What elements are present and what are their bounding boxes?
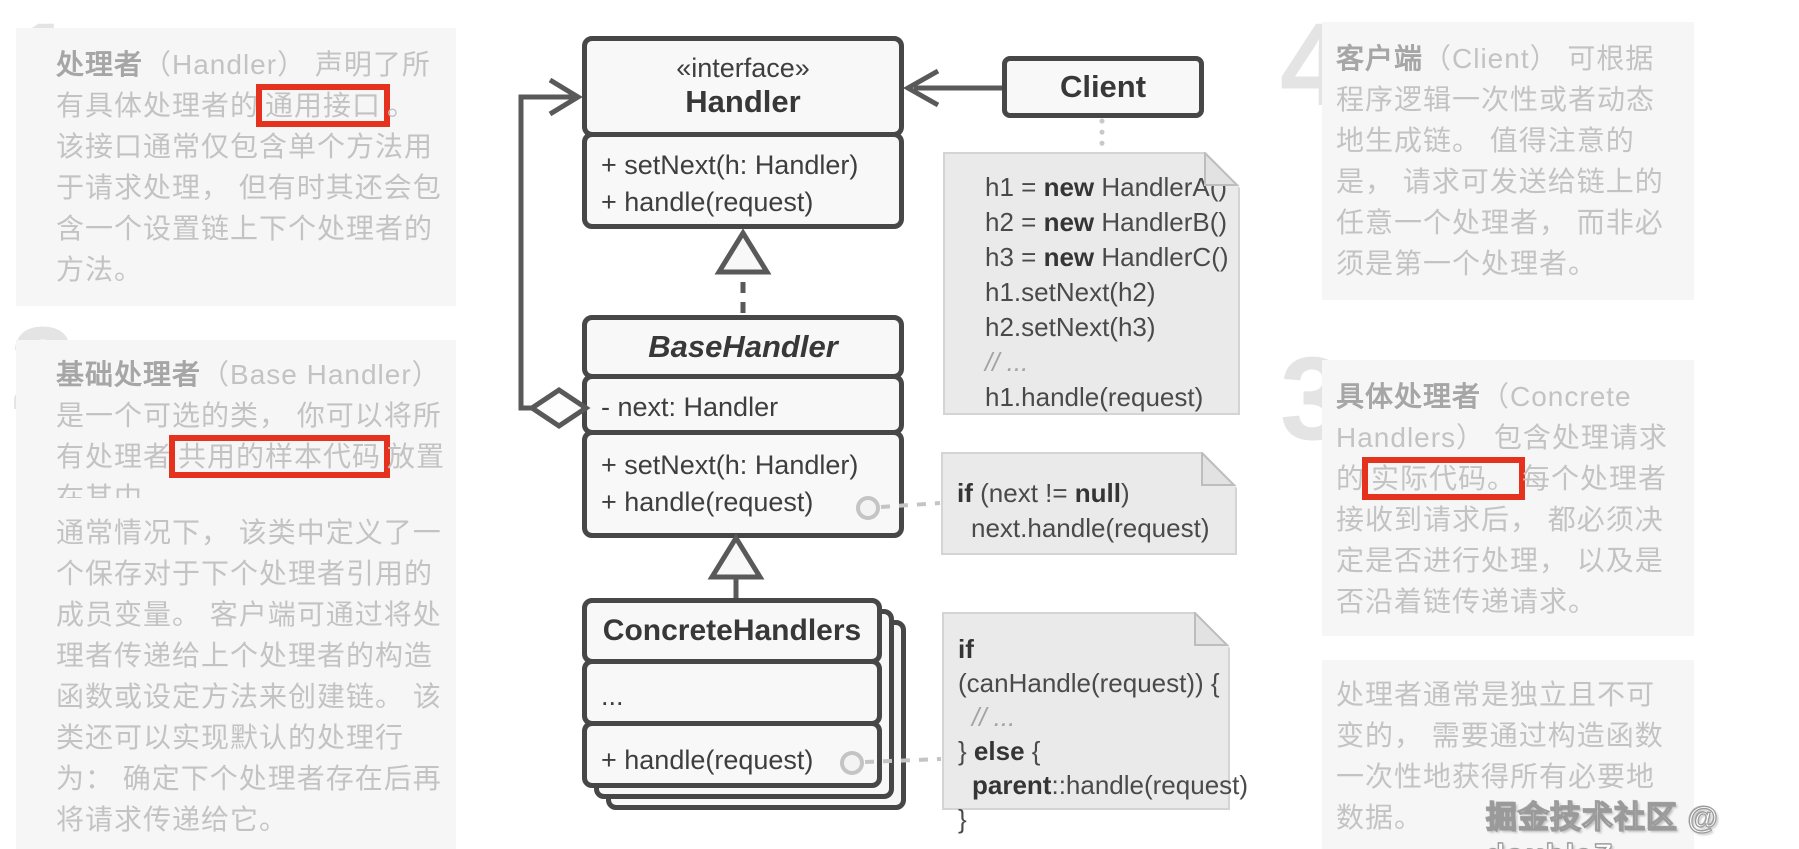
code-line: h1 = new HandlerA() bbox=[985, 170, 1234, 205]
highlight-common-interface: 通用接口 bbox=[256, 84, 391, 127]
client-class-name: Client bbox=[1059, 69, 1147, 104]
concrete-handlers-class: ConcreteHandlers ... + handle(request) bbox=[582, 598, 882, 788]
keyword-new: new bbox=[1043, 172, 1095, 202]
concrete-handlers-description: 具体处理者（Concrete Handlers） 包含处理请求的实际代码。每个处… bbox=[1322, 360, 1694, 636]
keyword-if: if bbox=[958, 634, 974, 664]
method-handle: + handle(request) bbox=[601, 187, 814, 217]
attr-next: - next: Handler bbox=[601, 392, 779, 422]
text-run: （Client） 可根据程序逻辑一次性或者动态地生成链。 值得注意的是， 请求可… bbox=[1336, 43, 1664, 279]
keyword-parent: parent bbox=[972, 770, 1052, 800]
keyword-new: new bbox=[1043, 207, 1095, 237]
client-title-compartment: Client bbox=[1002, 56, 1204, 118]
open-arrowhead-icon bbox=[902, 68, 940, 108]
base-handler-attrs-compartment: - next: Handler bbox=[582, 374, 904, 435]
code: { bbox=[1024, 736, 1041, 766]
hollow-triangle-icon bbox=[714, 228, 772, 275]
base-handler-code-note: if (next != null) next.handle(request) bbox=[941, 452, 1237, 555]
highlight-actual-code: 实际代码。 bbox=[1362, 457, 1526, 500]
concrete-handlers-description-2: 处理者通常是独立且不可变的， 需要通过构造函数一次性地获得所有必要地数据。 bbox=[1322, 660, 1694, 849]
concrete-handler-code-note: if (canHandle(request)) { // ... } else … bbox=[942, 612, 1248, 834]
code-line: h1.setNext(h2) bbox=[985, 277, 1156, 307]
text-run: （Base Handler） 是一个可选的类， 你可以将所有处理者 bbox=[56, 359, 442, 472]
method-setnext: + setNext(h: Handler) bbox=[601, 450, 859, 480]
text-run: （Handler） 声明了所有具体处理者的 bbox=[56, 49, 431, 121]
text-run: （Concrete Handlers） 包含处理请求的 bbox=[1336, 381, 1668, 494]
watermark: 掘金技术社区 @ doubleZ bbox=[1485, 799, 1719, 849]
concrete-handlers-title-compartment: ConcreteHandlers bbox=[582, 598, 882, 664]
code-line: h3 = new HandlerC() bbox=[985, 240, 1234, 275]
code-comment: // ... bbox=[985, 347, 1029, 377]
code: (canHandle(request)) { bbox=[958, 668, 1220, 698]
client-class: Client bbox=[1002, 56, 1204, 118]
code-line: } else { bbox=[958, 734, 1224, 768]
handler-title-compartment: «interface» Handler bbox=[582, 36, 904, 137]
concrete-handlers-methods-compartment: + handle(request) bbox=[582, 721, 882, 788]
keyword-else: else bbox=[973, 736, 1025, 766]
text-run: 每个处理者接收到请求后， 都必须决定是否进行处理， 以及是否沿着链传递请求。 bbox=[1336, 463, 1668, 617]
code-line: if (next != null) bbox=[957, 476, 1231, 511]
code-line: h1.handle(request) bbox=[985, 382, 1204, 412]
aggregation-connector bbox=[518, 77, 591, 430]
code: HandlerC() bbox=[1094, 242, 1229, 272]
base-handler-methods-compartment: + setNext(h: Handler) + handle(request) bbox=[582, 430, 904, 538]
base-handler-class-name: BaseHandler bbox=[648, 329, 838, 364]
open-arrowhead-icon bbox=[548, 77, 583, 117]
base-handler-title-compartment: BaseHandler bbox=[582, 315, 904, 379]
concrete-handlers-mid-compartment: ... bbox=[582, 659, 882, 726]
method-handle: + handle(request) bbox=[601, 745, 814, 775]
ellipsis-member: ... bbox=[601, 681, 624, 711]
keyword-null: null bbox=[1074, 478, 1121, 508]
method-handle: + handle(request) bbox=[601, 487, 814, 517]
note-fold-icon bbox=[1194, 612, 1230, 648]
concrete-handlers-class-name: ConcreteHandlers bbox=[602, 614, 862, 647]
code: h2 = bbox=[985, 207, 1044, 237]
code-line: } bbox=[958, 804, 967, 834]
handler-methods-compartment: + setNext(h: Handler) + handle(request) bbox=[582, 132, 904, 229]
term-handler: 处理者 bbox=[56, 49, 144, 80]
interface-stereotype: «interface» bbox=[676, 53, 810, 83]
client-association-arrow bbox=[902, 68, 1002, 108]
code: } bbox=[958, 736, 974, 766]
code: HandlerB() bbox=[1094, 207, 1228, 237]
code-line: parent::handle(request) bbox=[958, 768, 1248, 802]
inheritance-arrow bbox=[707, 533, 765, 598]
term-client: 客户端 bbox=[1336, 43, 1424, 74]
code: (next != bbox=[972, 478, 1075, 508]
client-code-note: h1 = new HandlerA() h2 = new HandlerB() … bbox=[943, 152, 1240, 415]
keyword-new: new bbox=[1043, 242, 1095, 272]
base-handler-class: BaseHandler - next: Handler + setNext(h:… bbox=[582, 315, 904, 538]
method-setnext: + setNext(h: Handler) bbox=[601, 150, 859, 180]
keyword-if: if bbox=[957, 478, 973, 508]
note-fold-icon bbox=[1204, 152, 1240, 188]
term-concrete-handlers: 具体处理者 bbox=[1336, 381, 1482, 412]
code: ) bbox=[1121, 478, 1130, 508]
code-comment: // ... bbox=[972, 702, 1016, 732]
code-line: h2 = new HandlerB() bbox=[985, 205, 1234, 240]
text-run: 。 该接口通常仅包含单个方法用于请求处理， 但有时其还会包含一个设置链上下个处理… bbox=[56, 90, 442, 285]
highlight-shared-code: 共用的样本代码 bbox=[169, 435, 391, 478]
base-handler-description-2: 通常情况下， 该类中定义了一个保存对于下个处理者引用的成员变量。 客户端可通过将… bbox=[16, 498, 456, 849]
note-fold-icon bbox=[1201, 452, 1237, 488]
handler-class-name: Handler bbox=[685, 84, 801, 119]
code-line: if (canHandle(request)) { bbox=[958, 632, 1224, 700]
term-base-handler: 基础处理者 bbox=[56, 359, 202, 390]
handler-description: 处理者（Handler） 声明了所有具体处理者的通用接口。 该接口通常仅包含单个… bbox=[16, 28, 456, 306]
code-line: next.handle(request) bbox=[971, 513, 1210, 543]
realization-arrow bbox=[714, 228, 772, 313]
code: h1 = bbox=[985, 172, 1044, 202]
handler-interface-class: «interface» Handler + setNext(h: Handler… bbox=[582, 36, 904, 229]
aggregation-diamond-icon bbox=[527, 386, 591, 430]
code: ::handle(request) bbox=[1051, 770, 1249, 800]
text-run: 放置在其中。 bbox=[56, 441, 446, 513]
hollow-triangle-icon bbox=[707, 533, 765, 580]
code-line: h2.setNext(h3) bbox=[985, 312, 1156, 342]
code: h3 = bbox=[985, 242, 1044, 272]
client-description: 客户端（Client） 可根据程序逻辑一次性或者动态地生成链。 值得注意的是， … bbox=[1322, 22, 1694, 300]
